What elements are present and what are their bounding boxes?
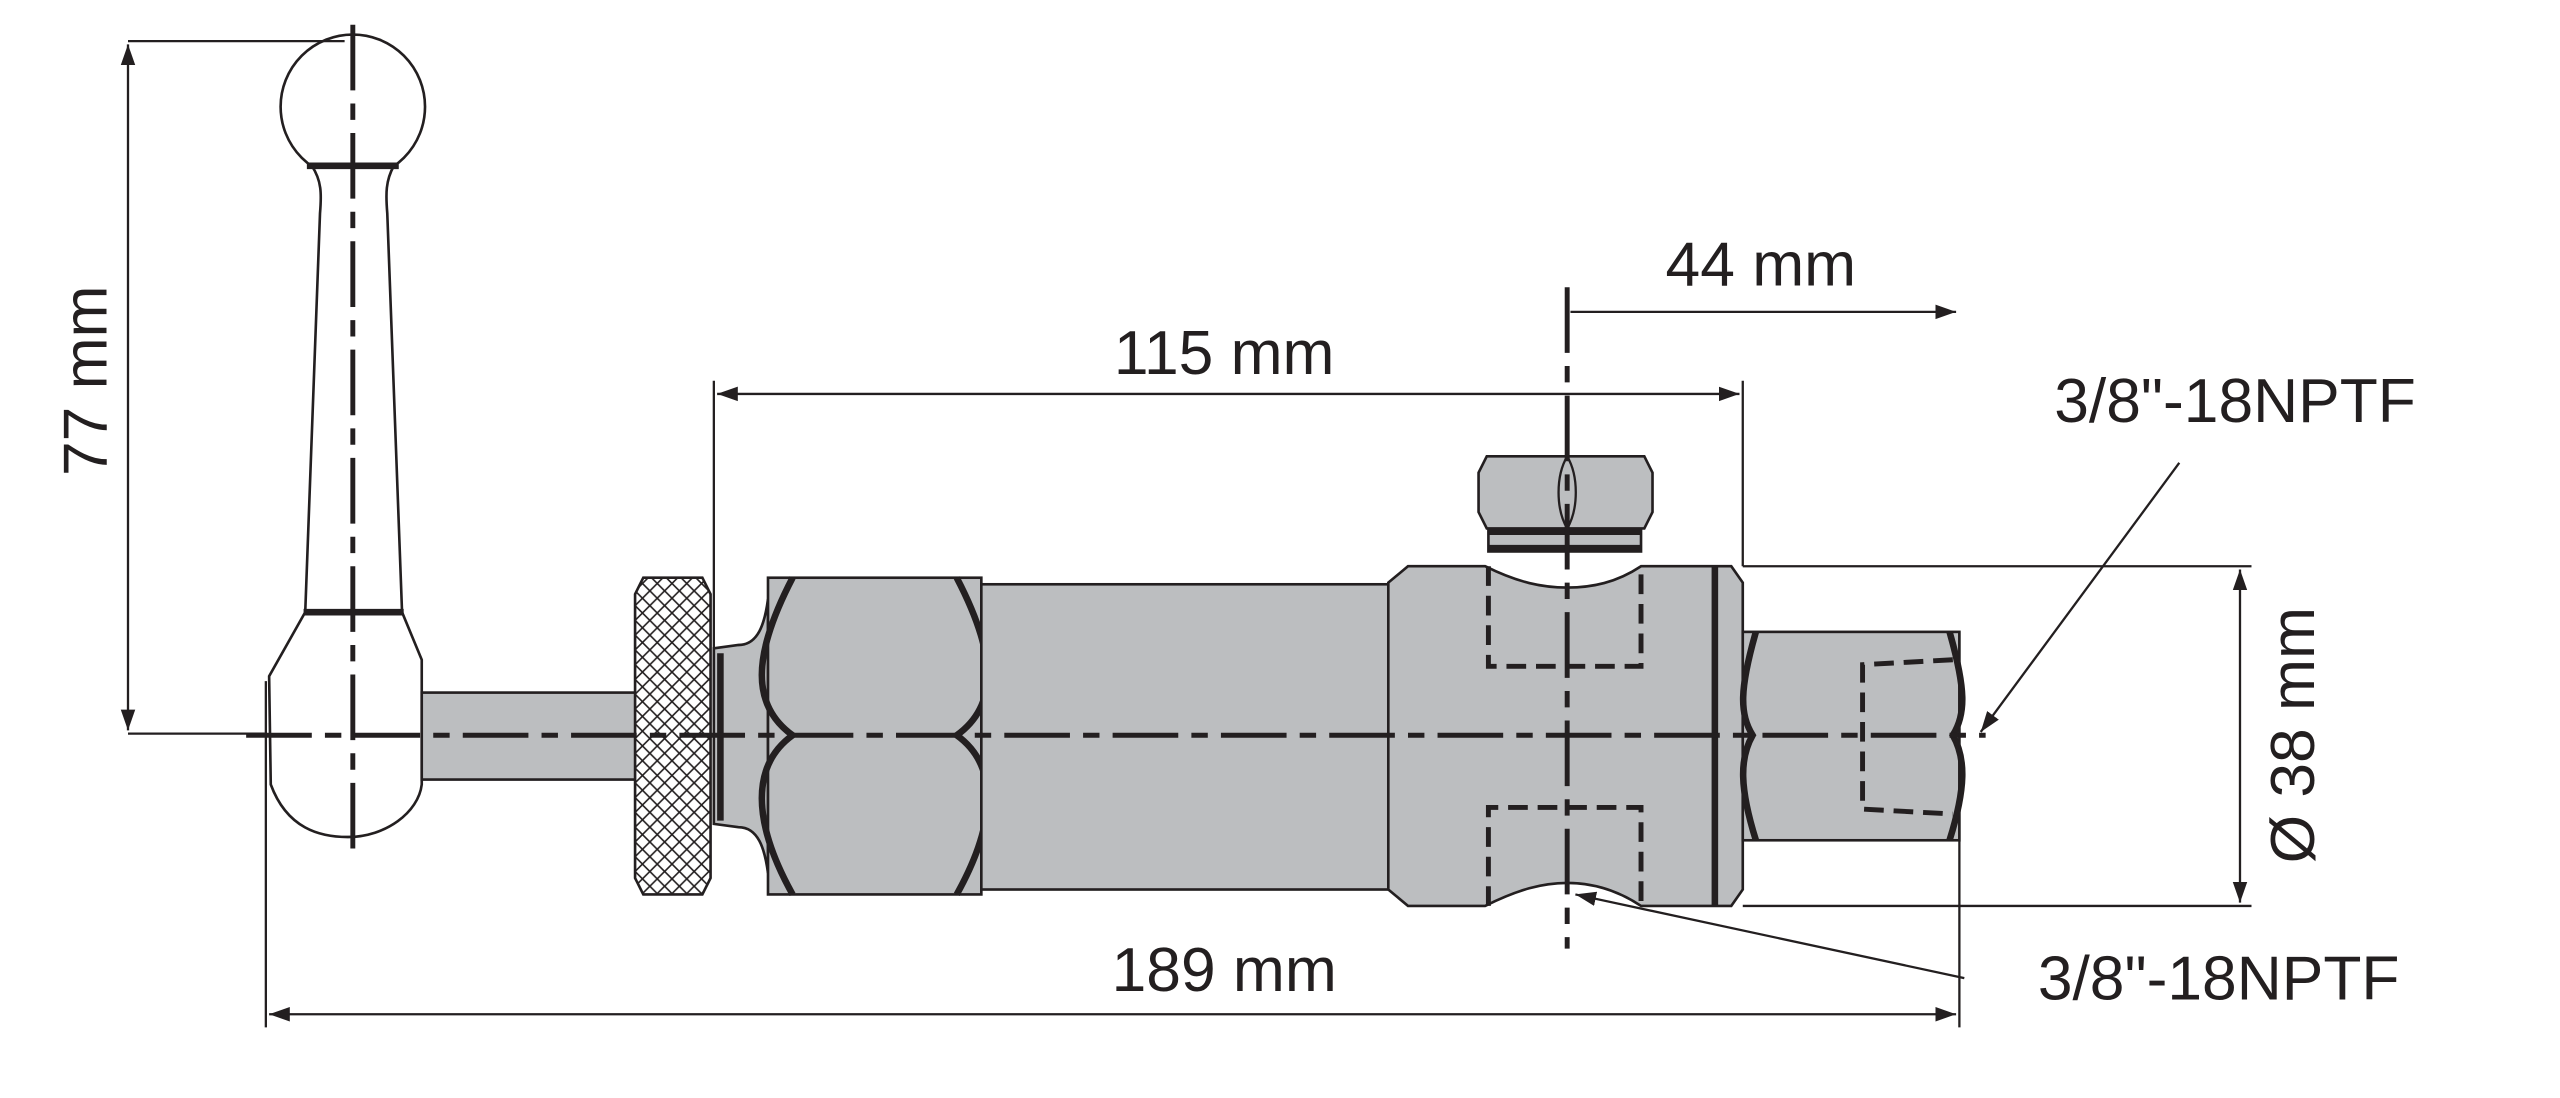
knurled-knob <box>633 576 712 896</box>
dimension-lines <box>120 39 2252 1028</box>
dim-diameter-label: Ø 38 mm <box>2259 607 2328 863</box>
handle-shaft <box>267 164 424 839</box>
dim-77mm-label: 77 mm <box>52 286 121 477</box>
dim-44mm-label: 44 mm <box>1666 231 1857 300</box>
dim-115mm-label: 115 mm <box>1114 319 1335 388</box>
side-port-thread-callout: 3/8"-18NPTF <box>2038 944 2400 1013</box>
dim-189mm-label: 189 mm <box>1112 936 1337 1005</box>
top-fitting <box>1477 454 1654 553</box>
outlet-thread-callout: 3/8"-18NPTF <box>2054 367 2416 436</box>
crank-handle <box>267 24 427 854</box>
